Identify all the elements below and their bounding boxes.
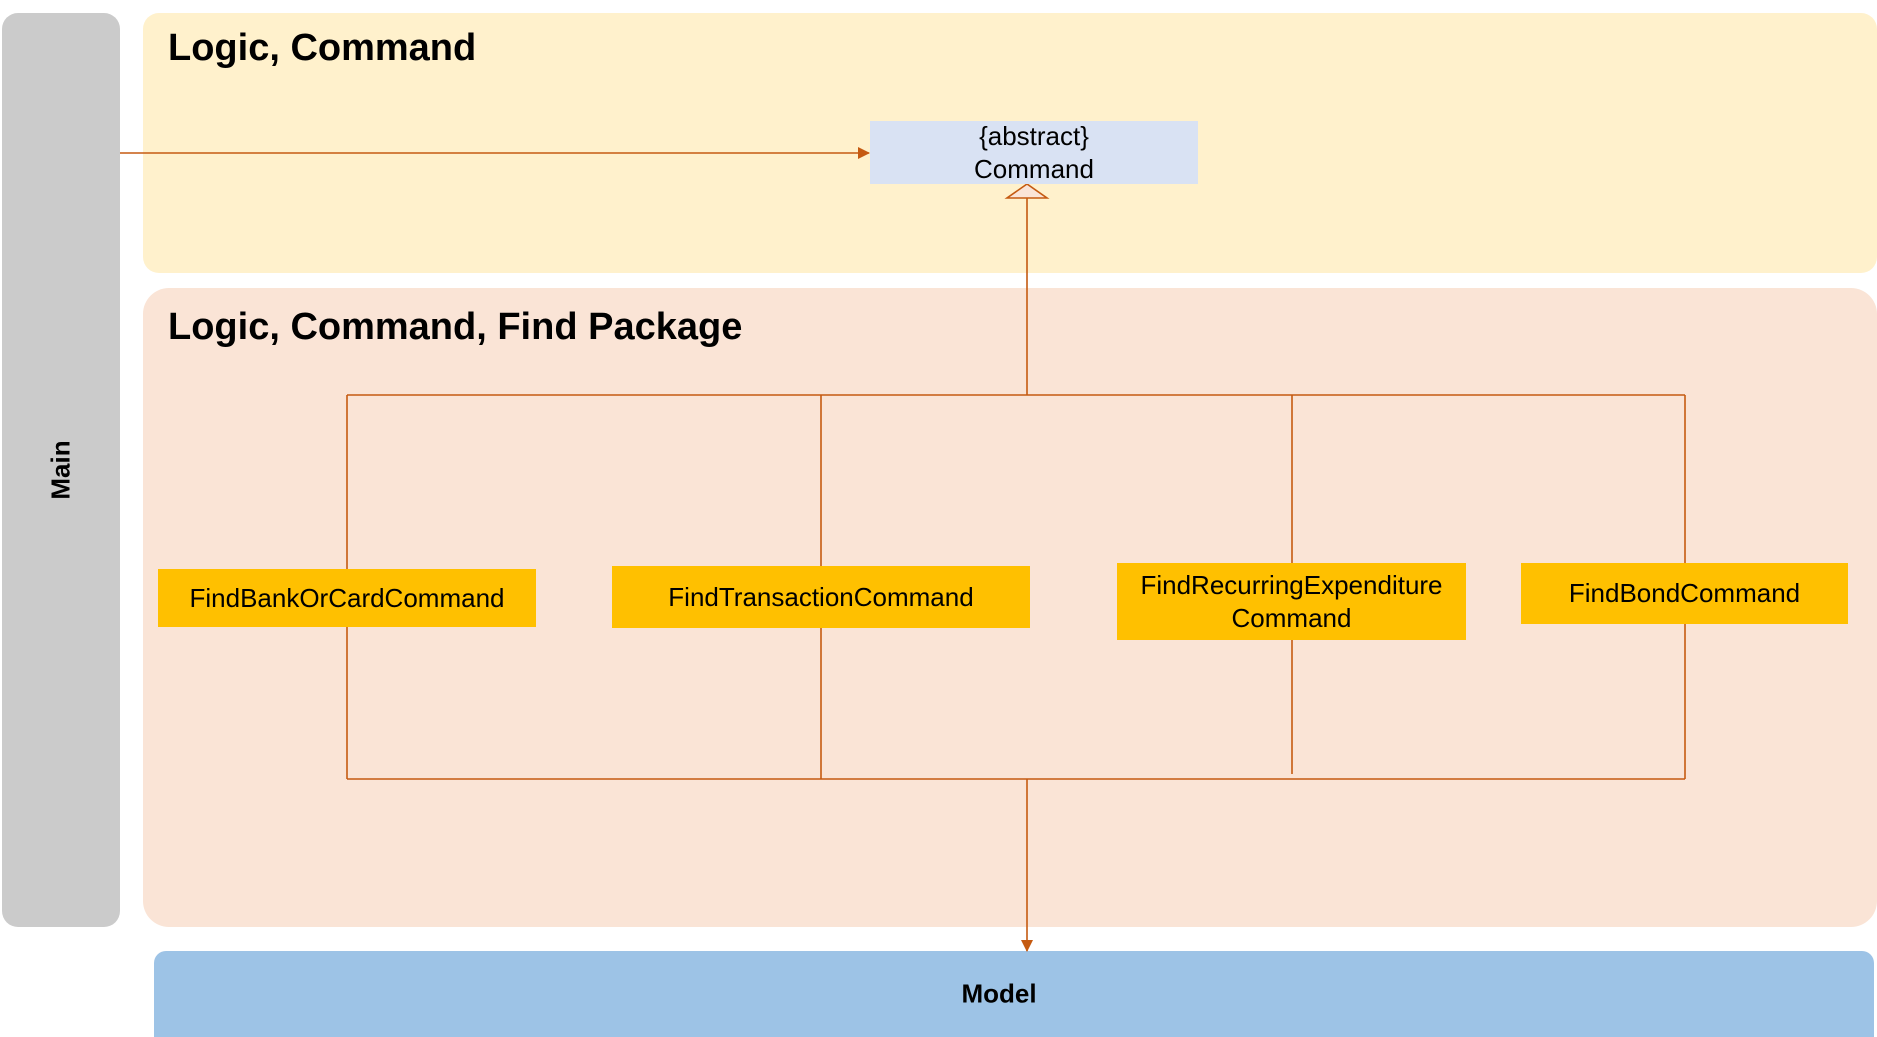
model-lane: Model xyxy=(154,951,1874,1037)
main-lane: Main xyxy=(2,13,120,927)
model-lane-label: Model xyxy=(961,978,1037,1009)
find-recurring-expenditure-name-line2: Command xyxy=(1231,602,1352,633)
abstract-command-class: {abstract} Command xyxy=(870,121,1198,184)
find-transaction-command-class: FindTransactionCommand xyxy=(612,566,1030,628)
abstract-stereotype: {abstract} xyxy=(979,120,1089,151)
inheritance-triangle xyxy=(1004,183,1050,199)
find-recurring-expenditure-command-class: FindRecurringExpenditure Command xyxy=(1117,563,1466,640)
find-transaction-command-name: FindTransactionCommand xyxy=(668,581,974,612)
find-bank-or-card-command-class: FindBankOrCardCommand xyxy=(158,569,536,627)
find-recurring-expenditure-name-line1: FindRecurringExpenditure xyxy=(1140,569,1443,600)
logic-command-lane-title: Logic, Command xyxy=(168,27,477,69)
find-package-lane-title: Logic, Command, Find Package xyxy=(168,306,743,348)
find-bank-or-card-command-name: FindBankOrCardCommand xyxy=(189,582,505,613)
find-bond-command-name: FindBondCommand xyxy=(1568,578,1801,608)
find-bond-command-class: FindBondCommand xyxy=(1521,563,1848,624)
command-class-name: Command xyxy=(974,153,1094,184)
